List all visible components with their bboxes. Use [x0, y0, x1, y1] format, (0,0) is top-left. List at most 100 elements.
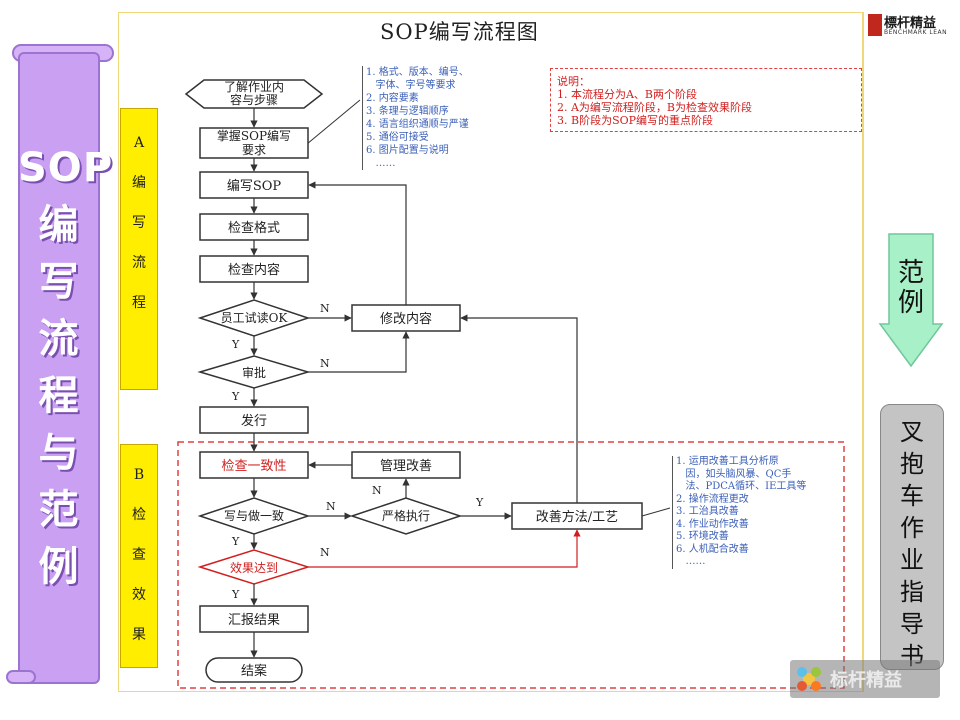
consistency-text: 检查一致性	[221, 459, 286, 474]
requirements-note-line: 1. 格式、版本、编号、	[366, 67, 469, 78]
start-text-1: 了解作业内	[224, 80, 284, 94]
label-y-approve: Y	[231, 390, 240, 403]
improvement-note-line: ……	[676, 556, 706, 567]
improvement-note-line: 1. 运用改善工具分析原	[676, 456, 779, 467]
label-n-strict: N	[372, 484, 382, 497]
strict-text: 严格执行	[382, 508, 430, 523]
stage-a-char: A	[133, 135, 145, 151]
issue-text: 发行	[241, 413, 267, 429]
explanation-line: 说明：	[557, 75, 590, 88]
doc-title-char: 抱	[900, 450, 924, 478]
label-y-strict: Y	[475, 496, 484, 509]
sidebar-title-char: 流	[38, 316, 80, 362]
stage-b-char: 检	[132, 507, 146, 523]
mgmt-node	[351, 451, 461, 479]
sidebar-scroll	[18, 52, 100, 684]
requirements-note-line: 2. 内容要素	[366, 93, 419, 104]
explanation-line: 2. A为编写流程阶段，B为检查效果阶段	[557, 101, 753, 114]
requirements-note-line: ……	[366, 158, 396, 169]
improvement-note-line: 4. 作业动作改善	[676, 518, 749, 530]
sidebar-title-char: SOP	[18, 145, 114, 191]
label-n-approve: N	[320, 357, 330, 370]
stage-b-char: B	[133, 467, 145, 483]
mgmt-text: 管理改善	[380, 458, 432, 474]
writedo-text: 写与做一致	[224, 508, 284, 523]
stage-a-char: 程	[132, 295, 146, 311]
stage-b-char: 果	[132, 627, 146, 643]
sidebar-title-char: 与	[38, 430, 80, 476]
label-n-effect: N	[320, 546, 330, 559]
doc-title-char: 叉	[900, 418, 924, 446]
improvement-note-line: 5. 环境改善	[676, 531, 729, 542]
watermark-logo-icon	[797, 667, 821, 691]
stage-b-char: 查	[132, 547, 146, 563]
check-content-text: 检查内容	[228, 262, 280, 278]
explanation-line: 1. 本流程分为A、B两个阶段	[557, 88, 698, 101]
label-y-effect: Y	[231, 588, 240, 601]
explanation-line: 3. B阶段为SOP编写的重点阶段	[557, 114, 714, 127]
trial-text: 员工试读OK	[221, 310, 289, 325]
doc-title-char: 作	[900, 514, 924, 542]
doc-title-char: 指	[900, 578, 924, 606]
requirements-note-line: 3. 条理与逻辑顺序	[366, 106, 449, 117]
close-node	[205, 657, 303, 683]
improvement-note-line: 3. 工治具改善	[676, 506, 739, 517]
improvement-note-line: 因，如头脑风暴、QC手	[676, 468, 792, 480]
report-text: 汇报结果	[228, 613, 280, 628]
label-y-trial: Y	[231, 338, 240, 351]
stage-b-bar: B 检查效果	[120, 444, 158, 668]
logo-icon	[868, 14, 882, 36]
grasp-text-2: 要求	[242, 143, 266, 157]
watermark-text: 标杆精益	[830, 670, 902, 691]
effect-text: 效果达到	[230, 560, 278, 575]
grasp-text-1: 掌握SOP编写	[217, 128, 291, 143]
label-n-trial: N	[320, 302, 330, 315]
improvement-note-line: 6. 人机配合改善	[676, 543, 749, 555]
approve-text: 审批	[242, 365, 266, 380]
close-text: 结案	[241, 664, 267, 679]
example-arrow-icon	[878, 233, 944, 368]
stage-a-char: 编	[132, 175, 146, 191]
sidebar-title-char: 写	[38, 259, 80, 305]
stage-a-char: 写	[132, 215, 146, 231]
label-y-writedo: Y	[231, 535, 240, 548]
sidebar-title-char: 编	[38, 202, 80, 248]
stage-b-char: 效	[132, 587, 146, 603]
stage-a-bar: A 编写流程	[120, 108, 158, 390]
write-sop-text: 编写SOP	[227, 179, 282, 194]
sidebar-title-char: 程	[38, 373, 80, 419]
page-title: SOP编写流程图	[380, 20, 539, 44]
requirements-note-line: 6. 图片配置与说明	[366, 145, 449, 156]
doc-title-char: 车	[900, 482, 924, 510]
sidebar-title-char: 范	[38, 487, 80, 533]
requirements-note-line: 字体、字号等要求	[366, 80, 456, 91]
slide-frame	[118, 12, 864, 692]
requirements-note-line: 4. 语言组织通顺与严谨	[366, 119, 469, 130]
doc-title-char: 业	[900, 546, 924, 574]
label-n-writedo: N	[326, 500, 336, 513]
modify-node	[351, 304, 461, 332]
start-text-2: 容与步骤	[230, 92, 278, 107]
check-format-text: 检查格式	[228, 220, 280, 236]
sop-document-title: 叉抱车作业指导书	[880, 416, 944, 672]
scroll-bottom-roll	[6, 670, 36, 684]
start-node	[184, 79, 324, 109]
issue-node	[199, 406, 309, 434]
logo-text: 標杆精益	[884, 16, 937, 31]
stage-a-char: 流	[132, 255, 146, 271]
requirements-note-line: 5. 通俗可接受	[366, 132, 429, 143]
example-label: 范例	[897, 258, 924, 318]
modify-text: 修改内容	[380, 311, 432, 327]
write-sop-node	[199, 171, 309, 199]
check-content-node	[199, 255, 309, 283]
stage-b-region	[177, 441, 845, 689]
sidebar-title-char: 例	[38, 544, 80, 590]
sop-document-link[interactable]	[880, 404, 944, 670]
logo-subtext: BENCHMARK LEAN	[884, 29, 948, 36]
sidebar-title: SOP 编写流程与范例	[18, 140, 114, 596]
check-format-node	[199, 213, 309, 241]
improve-text: 改善方法/工艺	[536, 509, 618, 525]
